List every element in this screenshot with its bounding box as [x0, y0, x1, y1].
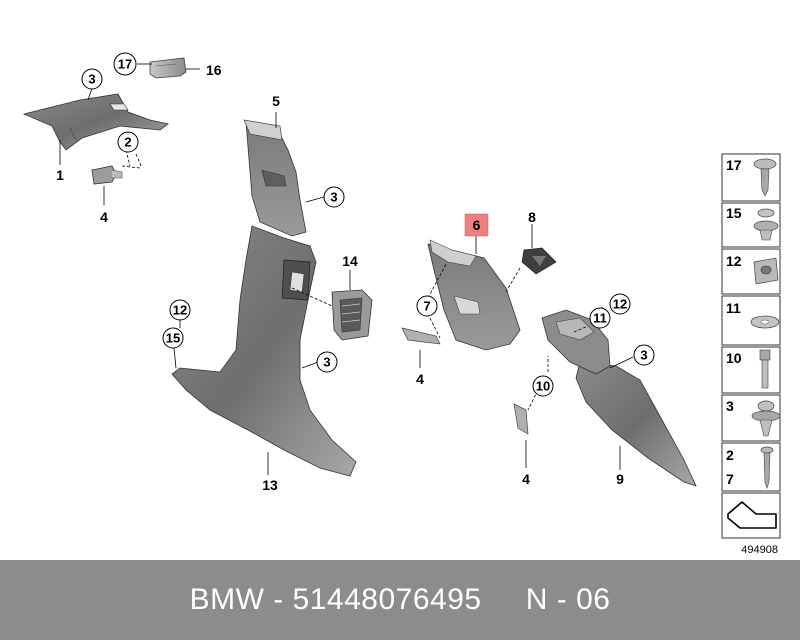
push-clip-icon [753, 208, 779, 241]
svg-text:17: 17 [118, 57, 132, 72]
callout-7: 7 [416, 295, 438, 317]
callout-13: 13 [262, 477, 278, 493]
bolt-icon [759, 349, 771, 389]
svg-text:12: 12 [613, 297, 627, 312]
svg-text:10: 10 [536, 379, 550, 394]
footer-bar: BMW - 51448076495 N - 06 [0, 560, 800, 640]
part-5-upper-trim [243, 119, 307, 237]
part-8-pad [521, 247, 557, 275]
washer-icon [750, 315, 780, 329]
callout-12-right: 12 [609, 293, 631, 315]
callout-11: 11 [589, 307, 611, 329]
legend-label-12: 12 [726, 253, 742, 269]
callout-16: 16 [206, 62, 222, 78]
part-14-vent [331, 289, 373, 341]
part-1-trim [22, 93, 169, 151]
callout-3-b: 3 [323, 186, 345, 208]
callout-1: 1 [56, 167, 64, 183]
part-4-clip-bottom [513, 403, 529, 435]
svg-text:3: 3 [323, 355, 330, 370]
svg-text:3: 3 [88, 72, 95, 87]
callout-8: 8 [528, 209, 536, 225]
part-4-clip-left [91, 165, 123, 185]
part-4-clip-mid [401, 327, 441, 345]
callout-5: 5 [272, 93, 280, 109]
legend-label-17: 17 [726, 157, 742, 173]
svg-text:11: 11 [593, 311, 607, 326]
legend-label-7: 7 [726, 471, 734, 487]
expanding-clip-icon [751, 400, 781, 437]
callout-15-left: 15 [162, 327, 184, 349]
callout-4-bottom: 4 [522, 471, 530, 487]
legend-label-11: 11 [726, 300, 741, 316]
callout-3-top: 3 [81, 68, 103, 90]
svg-text:7: 7 [423, 299, 430, 314]
callout-3-d: 3 [633, 344, 655, 366]
svg-text:3: 3 [330, 190, 337, 205]
dashed-leaders [121, 149, 605, 411]
callout-14: 14 [342, 253, 358, 269]
callout-3-c: 3 [316, 351, 338, 373]
callout-2-top: 2 [117, 131, 139, 153]
nut-clip-icon [753, 257, 779, 285]
parts-diagram: 17 16 3 2 1 4 5 3 14 12 15 3 13 6 8 7 4 … [22, 52, 781, 556]
part-number-caption: BMW - 51448076495 N - 06 [189, 583, 611, 616]
legend-label-15: 15 [726, 205, 742, 221]
callout-17: 17 [113, 52, 137, 76]
callout-9: 9 [616, 471, 624, 487]
diagram-reference-number: 494908 [741, 544, 778, 556]
callout-6-highlighted: 6 [464, 213, 489, 237]
svg-text:2: 2 [124, 135, 131, 150]
part-16-clip [149, 57, 187, 79]
callout-10: 10 [532, 375, 554, 397]
callout-12-left: 12 [169, 299, 191, 321]
svg-text:12: 12 [173, 303, 187, 318]
part-9-trim [541, 309, 697, 487]
legend-label-2: 2 [726, 447, 734, 463]
self-tapping-screw-icon [760, 446, 774, 489]
svg-text:3: 3 [640, 348, 647, 363]
screw-icon [753, 158, 777, 197]
legend-label-10: 10 [726, 350, 742, 366]
svg-text:6: 6 [473, 217, 481, 233]
callout-4-left: 4 [100, 209, 108, 225]
fastener-legend: 17 15 12 11 10 3 [721, 153, 781, 556]
part-6-trim [427, 239, 521, 351]
callout-4-mid: 4 [416, 371, 424, 387]
orientation-arrow-icon [727, 501, 777, 529]
svg-text:15: 15 [166, 331, 180, 346]
legend-label-3: 3 [726, 398, 734, 414]
part-13-lower-trim [171, 225, 357, 477]
